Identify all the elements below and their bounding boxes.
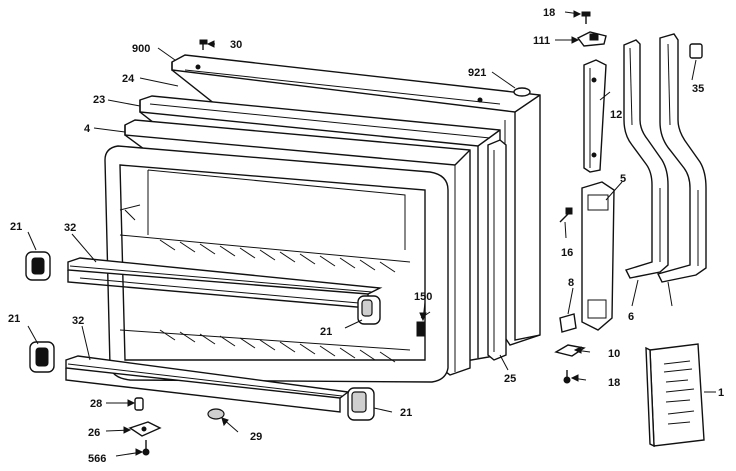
screw-16 [559, 207, 573, 223]
label-5: 5 [620, 173, 626, 185]
end-cap-left-upper [25, 251, 51, 281]
screw-18-bottom [563, 370, 571, 384]
block-8 [559, 313, 577, 333]
label-28: 28 [90, 398, 102, 410]
label-6: 6 [628, 311, 634, 323]
plate-26 [128, 421, 162, 437]
label-32-b: 32 [72, 315, 84, 327]
screw-566 [142, 440, 150, 456]
label-12: 12 [610, 109, 622, 121]
hinge-bracket-12 [583, 59, 607, 173]
label-25: 25 [504, 373, 516, 385]
label-30: 30 [230, 39, 242, 51]
screw-30 [199, 39, 208, 50]
hinge-arm-35 [656, 33, 707, 283]
label-24: 24 [122, 73, 135, 85]
part-labels: 18 111 12 35 900 30 921 24 23 4 5 16 21 … [8, 7, 724, 465]
bracket-5 [581, 181, 615, 331]
arrowheads [123, 10, 582, 456]
door-liner [104, 145, 449, 383]
instruction-booklet [645, 343, 705, 448]
label-8: 8 [568, 277, 574, 289]
screw-18-top [581, 11, 591, 24]
label-150: 150 [414, 291, 432, 303]
end-cap-left-lower [29, 341, 55, 373]
label-921: 921 [468, 67, 486, 79]
cap-35 [689, 43, 703, 59]
hinge-arm-6 [623, 39, 669, 279]
hinge-pin-111 [576, 31, 607, 47]
label-23: 23 [93, 94, 105, 106]
label-18-bottom: 18 [608, 377, 620, 389]
label-10: 10 [608, 348, 620, 360]
end-cap-right-upper [357, 295, 381, 325]
bumper-29 [207, 408, 225, 420]
label-18-top: 18 [543, 7, 555, 19]
label-566: 566 [88, 453, 106, 465]
label-21-b: 21 [320, 326, 332, 338]
label-35-top: 35 [692, 83, 704, 95]
end-cap-right-lower [347, 387, 375, 421]
label-29: 29 [250, 431, 262, 443]
shim-10 [554, 344, 586, 357]
label-16: 16 [561, 247, 573, 259]
label-21-d: 21 [400, 407, 412, 419]
plug-921 [513, 87, 531, 97]
shelf-bar-lower [65, 355, 350, 413]
label-26: 26 [88, 427, 100, 439]
spacer-28 [134, 397, 144, 411]
label-32-a: 32 [64, 222, 76, 234]
label-111: 111 [533, 35, 550, 47]
label-1: 1 [718, 387, 724, 399]
label-21-a: 21 [10, 221, 22, 233]
label-21-c: 21 [8, 313, 20, 325]
label-4: 4 [84, 123, 91, 135]
label-900: 900 [132, 43, 150, 55]
door-handle-trim [487, 139, 507, 361]
